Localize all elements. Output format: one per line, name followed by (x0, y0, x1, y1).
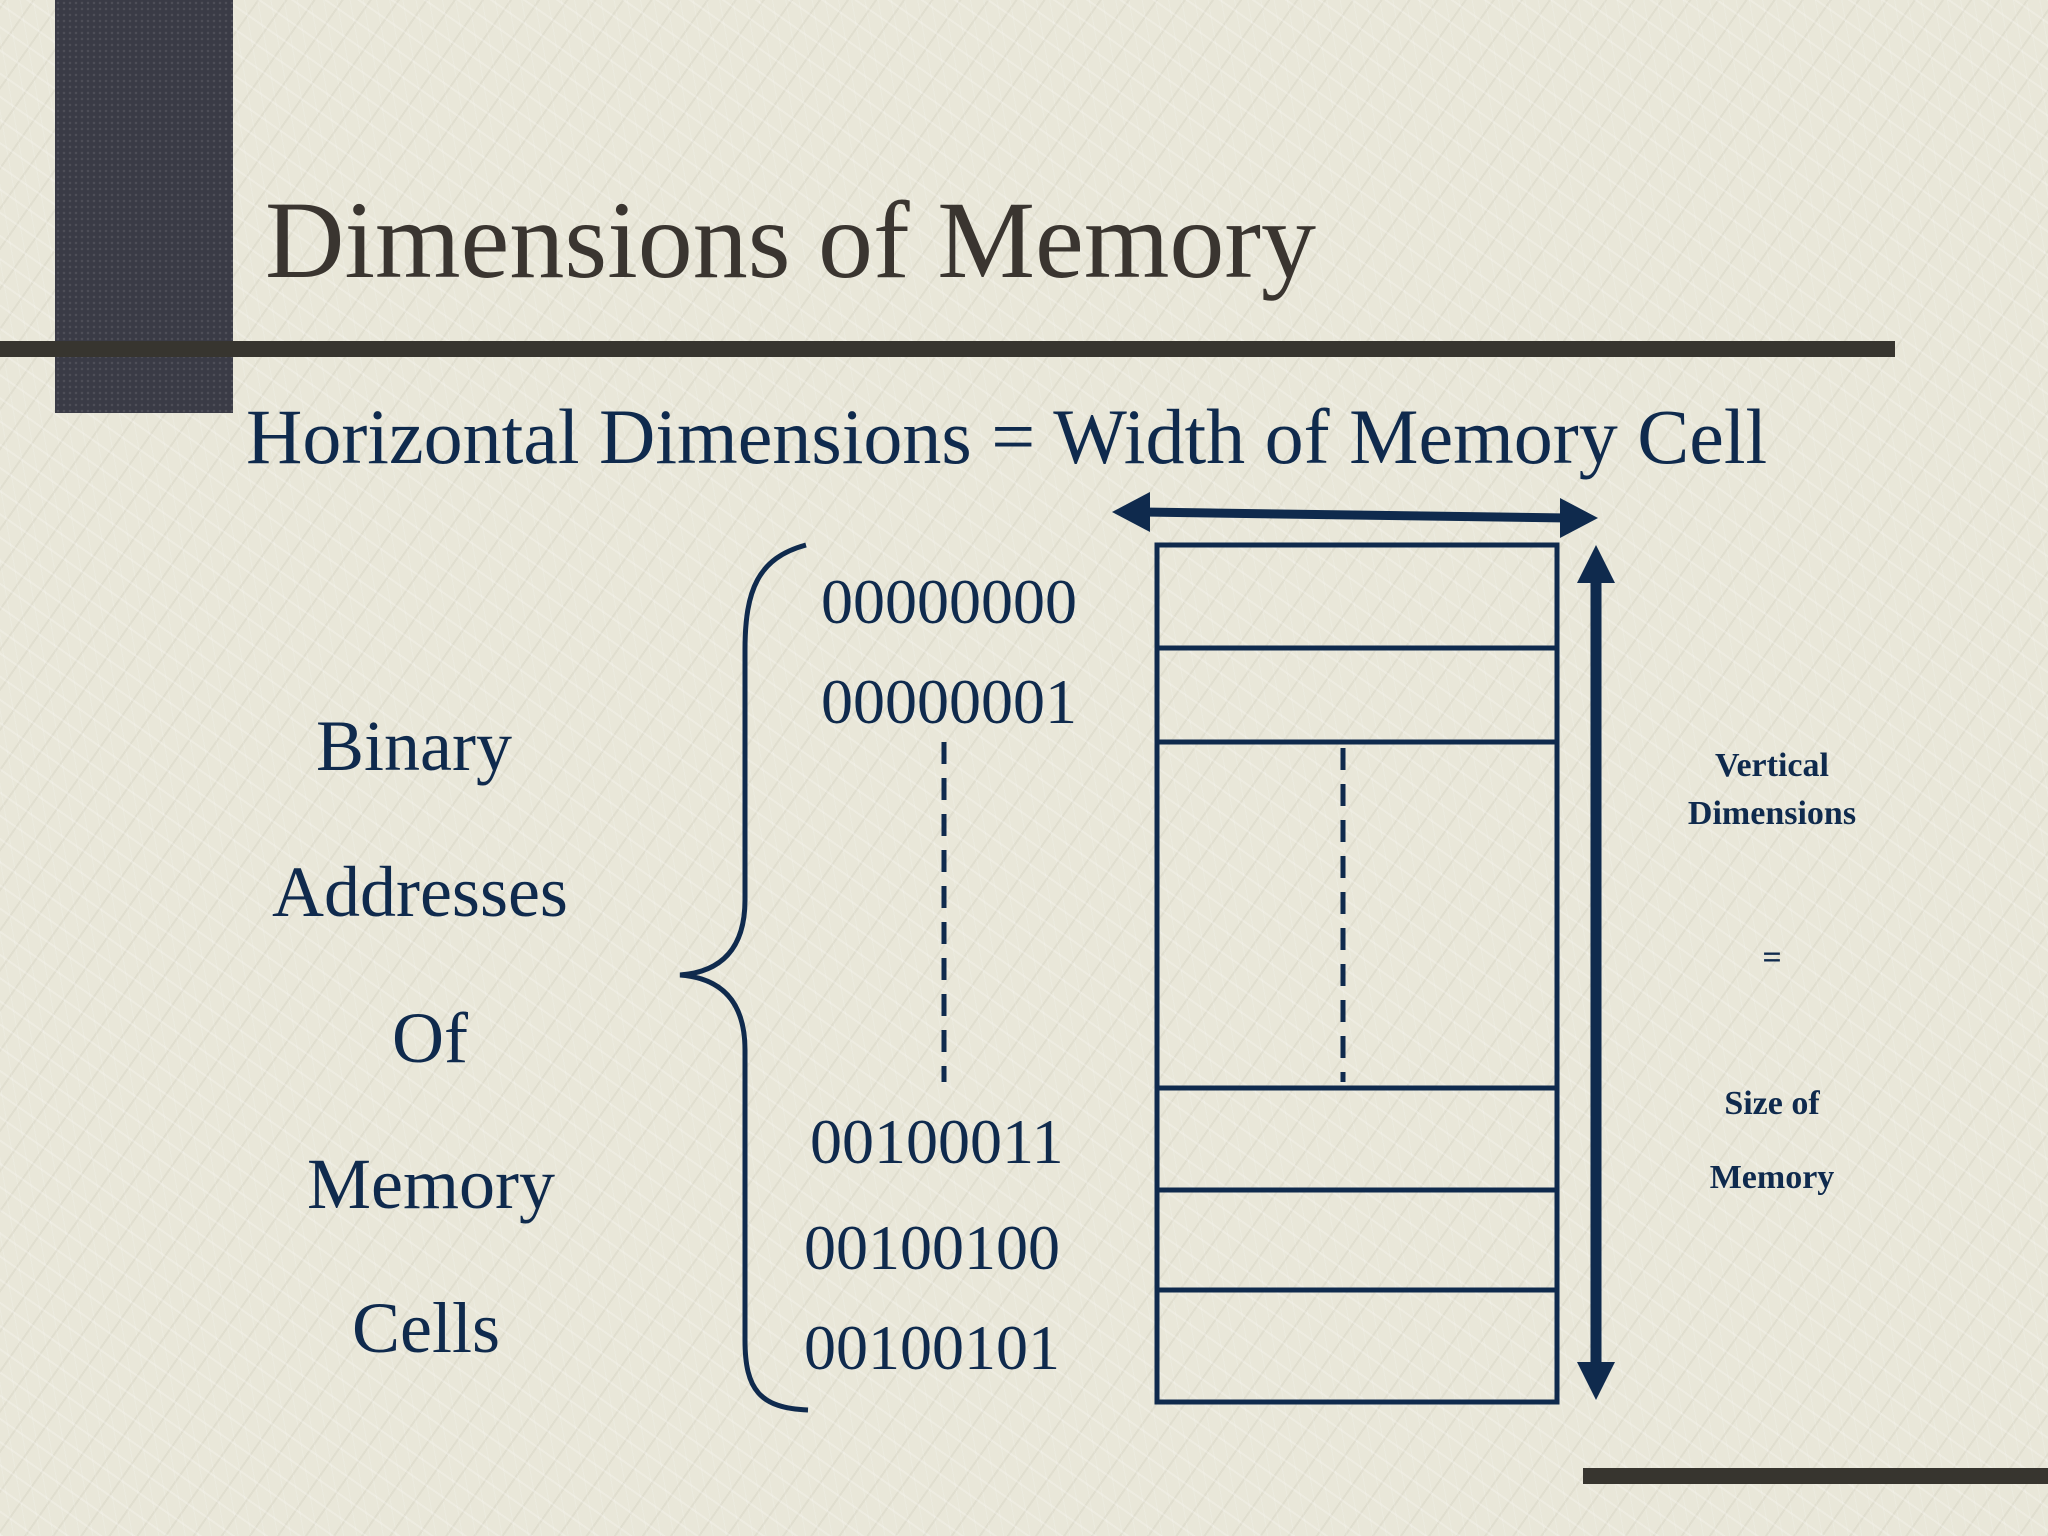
size-arrow-head-top (1577, 545, 1615, 583)
right-label-line-1: Vertical (1715, 747, 1829, 784)
width-arrow-shaft (1139, 507, 1569, 523)
left-label-line-1: Binary (316, 706, 512, 786)
width-arrow-head-right (1560, 498, 1598, 538)
right-label-line-3: = (1762, 939, 1782, 976)
address-brace (679, 542, 809, 1413)
left-label-line-4: Memory (307, 1144, 555, 1224)
title-rule (0, 341, 1895, 357)
size-arrow-head-bottom (1577, 1362, 1615, 1400)
address-1: 00000001 (821, 666, 1077, 737)
footer-rule (1583, 1468, 2048, 1484)
memory-column (1154, 542, 1560, 1405)
right-label-line-4: Size of (1724, 1085, 1820, 1122)
right-label-line-2: Dimensions (1687, 795, 1857, 832)
slide-title: Dimensions of Memory (265, 179, 1317, 301)
address-35: 00100011 (810, 1106, 1064, 1177)
address-37: 00100101 (804, 1312, 1060, 1383)
left-label-line-2: Addresses (272, 852, 568, 932)
width-arrow-head-left (1112, 492, 1150, 532)
right-label-line-5: Memory (1709, 1159, 1835, 1196)
left-label-line-5: Cells (352, 1288, 501, 1368)
address-0: 00000000 (821, 566, 1077, 637)
left-label-line-3: Of (392, 998, 468, 1078)
address-36: 00100100 (804, 1212, 1060, 1283)
horizontal-dimension-caption: Horizontal Dimensions = Width of Memory … (246, 393, 1768, 480)
